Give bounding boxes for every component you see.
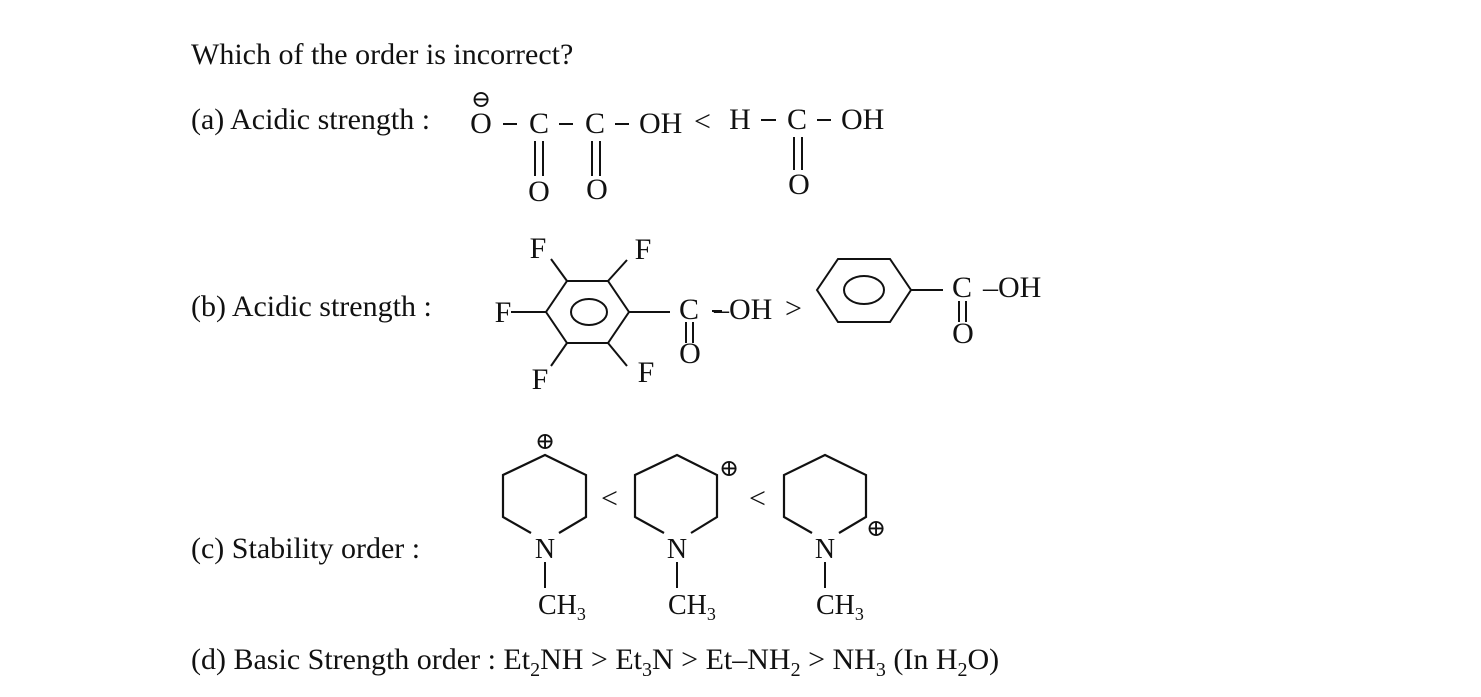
option-c-operator-2: < [749, 482, 766, 515]
option-c-structure-1: N CH3 ⊕ [501, 429, 588, 624]
option-a-left-structure: ⊖ O C C OH O O [470, 87, 682, 208]
fluorine-left: F [495, 296, 512, 329]
option-d-formula: Et2NH > Et3N > Et–NH2 > NH3 (In H2O) [503, 643, 1000, 681]
option-b-operator: > [785, 292, 802, 325]
atom-o: O [788, 168, 810, 201]
nitrogen: N [667, 534, 687, 565]
positive-charge: ⊕ [535, 429, 555, 455]
fluorine-bottom-right: F [638, 356, 655, 389]
option-b-left-structure: F F F F F C –OH O [495, 232, 773, 396]
carboxyl-oh: –OH [713, 293, 772, 326]
methyl: CH3 [668, 590, 716, 624]
option-c-label: (c) Stability order : [191, 532, 421, 565]
nitrogen: N [535, 534, 555, 565]
atom-o-minus: O [470, 107, 492, 140]
fluorine-top-left: F [530, 232, 547, 265]
carboxyl-oh: –OH [982, 271, 1041, 304]
atom-h: H [729, 103, 751, 136]
fluorine-bottom-left: F [532, 363, 549, 396]
option-d-label: (d) Basic Strength order : [191, 643, 496, 676]
methyl: CH3 [816, 590, 864, 624]
option-d-line: (d) Basic Strength order : Et2NH > Et3N … [191, 643, 1000, 681]
positive-charge: ⊕ [866, 516, 886, 542]
atom-c2: C [585, 107, 605, 140]
carboxyl-oxygen: O [679, 337, 701, 370]
methyl: CH3 [538, 590, 586, 624]
option-a-right-structure: H C OH O [729, 103, 884, 201]
nitrogen: N [815, 534, 835, 565]
positive-charge: ⊕ [719, 456, 739, 482]
carboxyl-carbon: C [952, 271, 972, 304]
benzene-ring [815, 258, 913, 323]
option-c-structure-2: N CH3 ⊕ [633, 453, 739, 624]
atom-c1: C [529, 107, 549, 140]
aromatic-circle [843, 275, 885, 305]
group-oh: OH [841, 103, 884, 136]
option-a-label: (a) Acidic strength : [191, 103, 431, 136]
group-oh: OH [639, 107, 682, 140]
question-text: Which of the order is incorrect? [191, 38, 574, 71]
carboxyl-carbon: C [679, 293, 699, 326]
fluorine-top-right: F [635, 233, 652, 266]
option-c-structure-3: N CH3 ⊕ [782, 453, 886, 624]
option-b-label: (b) Acidic strength : [191, 290, 432, 323]
option-b-right-structure: C –OH O [815, 258, 1041, 350]
aromatic-circle [570, 298, 608, 326]
option-c-operator-1: < [601, 482, 618, 515]
carboxyl-oxygen: O [952, 317, 974, 350]
option-a-operator: < [694, 105, 711, 138]
atom-c: C [787, 103, 807, 136]
benzene-ring [544, 280, 631, 344]
atom-o-c2: O [586, 173, 608, 206]
atom-o-c1: O [528, 175, 550, 208]
negative-charge: ⊖ [471, 87, 491, 113]
